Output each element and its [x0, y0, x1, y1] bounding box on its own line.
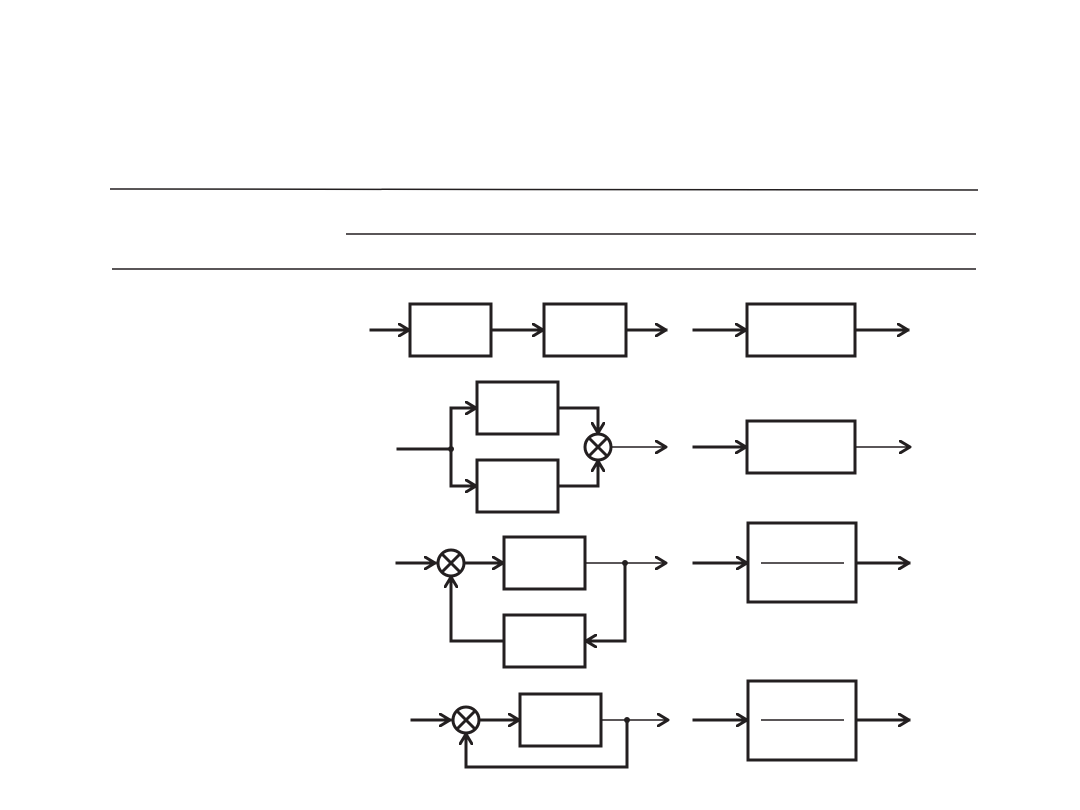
parallel-equivalent: [692, 419, 910, 475]
feedback-path-block: [502, 613, 587, 669]
feedback-summing-junction-icon: [436, 548, 466, 578]
row-series: [369, 302, 910, 358]
unity-forward-block: [518, 692, 603, 748]
parallel-lower-out: [556, 459, 598, 488]
unity-feedback-original: [410, 692, 668, 769]
feedback-return-in: [584, 561, 627, 641]
parallel-block-2: [475, 458, 560, 514]
parallel-eq-block: [745, 419, 857, 475]
parallel-original: [396, 380, 666, 514]
row-feedback: [395, 521, 911, 669]
series-block-2: [542, 302, 628, 358]
unity-feedback-equivalent: [692, 679, 911, 762]
parallel-summing-junction-icon: [583, 432, 613, 462]
parallel-upper-feed: [449, 408, 478, 451]
series-equivalent: [692, 302, 910, 358]
feedback-equivalent: [692, 521, 911, 604]
feedback-return-out: [451, 575, 506, 643]
series-eq-block: [745, 302, 857, 358]
unity-summing-junction-icon: [451, 705, 481, 735]
series-original: [369, 302, 668, 358]
table-top-rule: [109, 188, 979, 191]
feedback-forward-block: [502, 535, 587, 591]
parallel-lower-feed: [449, 447, 478, 486]
row-parallel: [396, 380, 910, 514]
series-block-1: [408, 302, 493, 358]
unity-return-path: [466, 718, 629, 769]
row-unity-feedback: [410, 679, 911, 769]
parallel-upper-out: [556, 406, 598, 435]
feedback-original: [395, 535, 666, 669]
parallel-block-1: [475, 380, 560, 436]
table-rules: [109, 188, 979, 270]
